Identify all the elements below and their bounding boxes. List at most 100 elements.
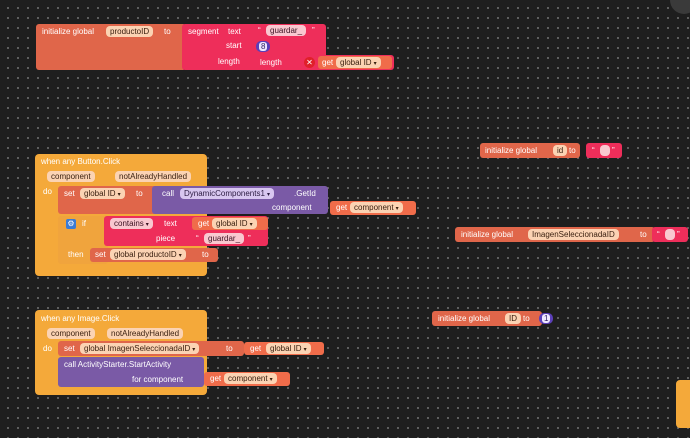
set-imagen-block[interactable]: set global ImagenSeleccionadaID▾ to	[58, 341, 244, 356]
quote-icon: “	[592, 146, 595, 155]
get-label: get	[198, 219, 210, 228]
call-startactivity-block[interactable]: call ActivityStarter.StartActivity for c…	[58, 357, 204, 387]
text-label: text	[164, 219, 177, 228]
set-var-dropdown[interactable]: global productoID▾	[110, 249, 186, 260]
to-label: to	[569, 146, 576, 155]
get-var-dropdown[interactable]: component▾	[350, 202, 403, 213]
quote-icon: ”	[312, 26, 315, 35]
length-fn-label: length	[260, 58, 282, 67]
segment-label: segment	[188, 27, 219, 36]
get-label: get	[336, 203, 348, 212]
chevron-down-icon: ▾	[303, 347, 307, 353]
text-literal-block[interactable]: “ guardar_ ”	[254, 24, 320, 38]
param-component[interactable]: component	[47, 171, 95, 182]
init-productoID-block[interactable]: initialize global productoID to	[36, 24, 186, 70]
quote-icon: “	[196, 234, 199, 243]
chevron-down-icon: ▾	[145, 222, 149, 228]
init-ID-block[interactable]: initialize global ID to	[432, 311, 542, 326]
then-label: then	[68, 250, 84, 259]
get-label: get	[250, 344, 262, 353]
init-label: initialize global	[485, 146, 538, 155]
segment-text-label: text	[228, 27, 241, 36]
get-label: get	[210, 374, 222, 383]
var-name-field[interactable]: id	[553, 145, 568, 156]
component-dropdown[interactable]: DynamicComponents1▾	[180, 188, 274, 199]
event-label: when any Image.Click	[41, 314, 120, 323]
trash-can-icon[interactable]	[676, 380, 690, 428]
number-block[interactable]: 8	[256, 41, 271, 52]
empty-text-block[interactable]: “ ”	[586, 143, 622, 158]
init-label: initialize global	[42, 27, 95, 36]
set-var-dropdown[interactable]: global ID▾	[80, 188, 125, 199]
do-label: do	[43, 187, 52, 196]
get-component-block[interactable]: get component▾	[330, 201, 416, 215]
chevron-down-icon: ▾	[178, 253, 182, 259]
chevron-down-icon: ▾	[266, 192, 270, 198]
chevron-down-icon: ▾	[269, 377, 273, 383]
quote-icon: “	[258, 26, 261, 35]
call-getid-block[interactable]: call DynamicComponents1▾ .GetId componen…	[152, 186, 328, 214]
chevron-down-icon: ▾	[117, 192, 121, 198]
text-value-field[interactable]	[665, 229, 675, 240]
param-notAlreadyHandled[interactable]: notAlreadyHandled	[107, 328, 184, 339]
set-global-ID-block[interactable]: set global ID▾ to	[58, 186, 158, 214]
init-label: initialize global	[438, 314, 491, 323]
get-var-dropdown[interactable]: global ID▾	[336, 57, 381, 68]
set-productoID-block[interactable]: set global productoID▾ to	[90, 248, 218, 262]
error-icon[interactable]: ✕	[304, 57, 315, 68]
var-name-field[interactable]: productoID	[106, 26, 154, 37]
get-global-ID-block[interactable]: get global ID▾	[192, 217, 268, 230]
get-global-ID-block[interactable]: get global ID▾	[318, 56, 392, 69]
get-label: get	[322, 58, 334, 67]
set-label: set	[64, 344, 75, 353]
piece-label: piece	[156, 234, 176, 243]
init-label: initialize global	[461, 230, 514, 239]
init-imagen-block[interactable]: initialize global ImagenSeleccionadaID t…	[455, 227, 655, 242]
text-value-field[interactable]: guardar_	[204, 233, 245, 244]
if-block[interactable]: ⚙ if then	[58, 216, 108, 264]
set-label: set	[64, 189, 75, 198]
do-label: do	[43, 344, 52, 353]
chevron-down-icon: ▾	[395, 206, 399, 212]
set-label: set	[95, 250, 106, 259]
number-block[interactable]: 1	[539, 313, 554, 324]
call-label: call ActivityStarter.StartActivity	[64, 360, 172, 369]
quote-icon: ”	[677, 230, 680, 239]
chevron-down-icon: ▾	[192, 347, 196, 353]
to-label: to	[523, 314, 530, 323]
init-id-block[interactable]: initialize global id to	[480, 143, 580, 158]
for-component-label: for component	[132, 375, 184, 384]
text-value-field[interactable]	[600, 145, 610, 156]
text-value-field[interactable]: guardar_	[266, 25, 307, 36]
param-notAlreadyHandled[interactable]: notAlreadyHandled	[115, 171, 192, 182]
to-label: to	[136, 189, 143, 198]
quote-icon: “	[657, 230, 660, 239]
get-var-dropdown[interactable]: component▾	[224, 373, 277, 384]
gear-icon[interactable]: ⚙	[66, 219, 76, 229]
quote-icon: ”	[248, 234, 251, 243]
segment-length-label: length	[218, 57, 240, 66]
if-label: if	[82, 219, 86, 228]
to-label: to	[202, 250, 209, 259]
empty-text-block[interactable]: “ ”	[652, 227, 688, 242]
chevron-down-icon: ▾	[249, 222, 253, 228]
var-name-field[interactable]: ImagenSeleccionadaID	[528, 229, 619, 240]
to-label: to	[226, 344, 233, 353]
set-var-dropdown[interactable]: global ImagenSeleccionadaID▾	[80, 343, 200, 354]
event-label: when any Button.Click	[41, 157, 121, 166]
param-component[interactable]: component	[47, 328, 95, 339]
get-global-ID-block[interactable]: get global ID▾	[244, 342, 324, 355]
to-label: to	[640, 230, 647, 239]
text-literal-block[interactable]: “ guardar_ ”	[192, 232, 256, 246]
component-arg-label: component	[272, 203, 312, 212]
var-name-field[interactable]: ID	[505, 313, 521, 324]
call-label: call	[162, 189, 175, 198]
chevron-down-icon: ▾	[373, 61, 377, 67]
get-var-dropdown[interactable]: global ID▾	[212, 218, 257, 229]
segment-start-label: start	[226, 41, 242, 50]
quote-icon: ”	[612, 146, 615, 155]
get-var-dropdown[interactable]: global ID▾	[266, 343, 311, 354]
zoom-control-icon[interactable]	[670, 0, 690, 14]
contains-dropdown[interactable]: contains▾	[110, 218, 153, 229]
get-component-block[interactable]: get component▾	[204, 372, 290, 386]
